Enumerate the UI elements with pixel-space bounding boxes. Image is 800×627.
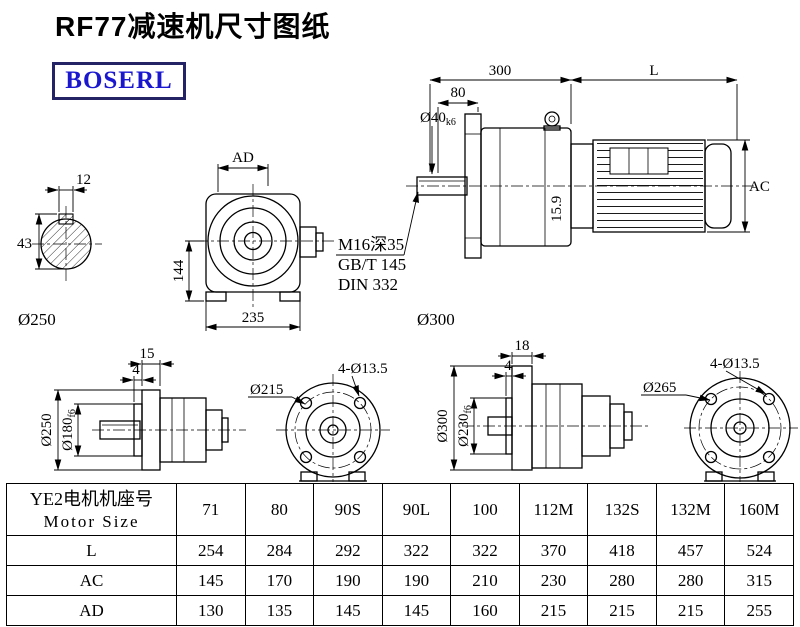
dim-flange-od: Ø300 [435, 409, 451, 442]
column-header: 71 [176, 483, 246, 536]
table-cell: 170 [244, 565, 315, 596]
note-tap-hole: M16深35 [338, 235, 404, 254]
table-cell: 215 [587, 595, 657, 626]
dim-flange-thickness: 18 [515, 338, 530, 354]
dim-ac: AC [749, 179, 770, 195]
column-header: 80 [244, 483, 315, 536]
dim-shaft-height: 43 [17, 236, 32, 252]
table-cell: 230 [518, 565, 589, 596]
row-label-AC: AC [6, 565, 177, 596]
column-header: 90L [381, 483, 452, 536]
table-header-motor-size: YE2电机机座号 Motor Size [6, 483, 177, 536]
table-cell: 370 [518, 535, 589, 566]
dim-spigot-od: Ø230f6 [456, 405, 474, 447]
table-cell: 524 [724, 535, 794, 566]
table-cell: 322 [450, 535, 520, 566]
dim-holes-13-5: 4-Ø13.5 [710, 356, 760, 372]
dim-144: 144 [171, 259, 187, 282]
table-cell: 190 [313, 565, 383, 596]
table-cell: 280 [587, 565, 657, 596]
dim-l: L [649, 63, 658, 79]
table-cell: 315 [724, 565, 794, 596]
table-cell: 280 [655, 565, 726, 596]
row-label-AD: AD [6, 595, 177, 626]
table-cell: 130 [176, 595, 246, 626]
dim-key-width: 12 [76, 172, 91, 188]
column-header: 160M [724, 483, 794, 536]
table-cell: 292 [313, 535, 383, 566]
dim-holes-13-5: 4-Ø13.5 [338, 361, 388, 377]
eyebolt-icon [544, 111, 560, 127]
technical-drawing-canvas: 12 43 AD 144 [17, 63, 798, 482]
brand-logo: BOSERL [52, 62, 186, 100]
label-flange-300: Ø300 [417, 310, 455, 329]
table-cell: 160 [450, 595, 520, 626]
table-cell: 190 [381, 565, 452, 596]
shaft-section-view: 12 43 [17, 172, 102, 283]
header-en: Motor Size [43, 511, 140, 531]
assembly-side-view: 300 L 80 Ø40k6 AC 15.9 M16深35 GB/T 145 D… [336, 63, 770, 294]
dim-flange-thickness: 15 [140, 346, 155, 362]
dim-15-9: 15.9 [549, 196, 565, 222]
column-header: 90S [313, 483, 383, 536]
table-cell: 255 [724, 595, 794, 626]
table-cell: 254 [176, 535, 246, 566]
dim-spigot-od: Ø180f6 [60, 409, 78, 451]
column-header: 112M [518, 483, 589, 536]
dim-300: 300 [489, 63, 512, 79]
dim-shaft-diameter: Ø40k6 [420, 110, 456, 128]
table-cell: 145 [313, 595, 383, 626]
table-cell: 284 [244, 535, 315, 566]
table-cell: 210 [450, 565, 520, 596]
table-cell: 215 [518, 595, 589, 626]
flange250-side-view: 15 4 Ø250 Ø180f6 [39, 346, 246, 471]
dim-235: 235 [242, 310, 265, 326]
table-cell: 145 [381, 595, 452, 626]
motor-dimension-table: YE2电机机座号 Motor Size 71 80 90S 90L 100 11… [6, 483, 794, 626]
table-cell: 145 [176, 565, 246, 596]
label-flange-250: Ø250 [18, 310, 56, 329]
table-cell: 215 [655, 595, 726, 626]
gearbox-front-view: AD 144 235 [171, 150, 336, 331]
page-title: RF77减速机尺寸图纸 [55, 11, 331, 42]
note-gbt145: GB/T 145 [338, 255, 406, 274]
flange300-front-view: Ø265 4-Ø13.5 [641, 356, 798, 482]
column-header: 100 [450, 483, 520, 536]
table-cell: 457 [655, 535, 726, 566]
table-cell: 418 [587, 535, 657, 566]
dim-80: 80 [451, 85, 466, 101]
flange250-front-view: Ø215 4-Ø13.5 [248, 361, 390, 482]
dim-bolt-circle-215: Ø215 [250, 382, 283, 398]
dim-spigot-depth: 4 [132, 362, 140, 378]
table-cell: 135 [244, 595, 315, 626]
dim-flange-od: Ø250 [39, 413, 55, 446]
dim-ad: AD [232, 150, 254, 166]
header-cn: YE2电机机座号 [30, 488, 153, 509]
dim-bolt-circle-265: Ø265 [643, 380, 676, 396]
table-cell: 322 [381, 535, 452, 566]
column-header: 132S [587, 483, 657, 536]
note-din332: DIN 332 [338, 275, 398, 294]
flange300-side-view: 18 4 Ø300 Ø230f6 [435, 338, 648, 471]
row-label-L: L [6, 535, 177, 566]
column-header: 132M [655, 483, 726, 536]
